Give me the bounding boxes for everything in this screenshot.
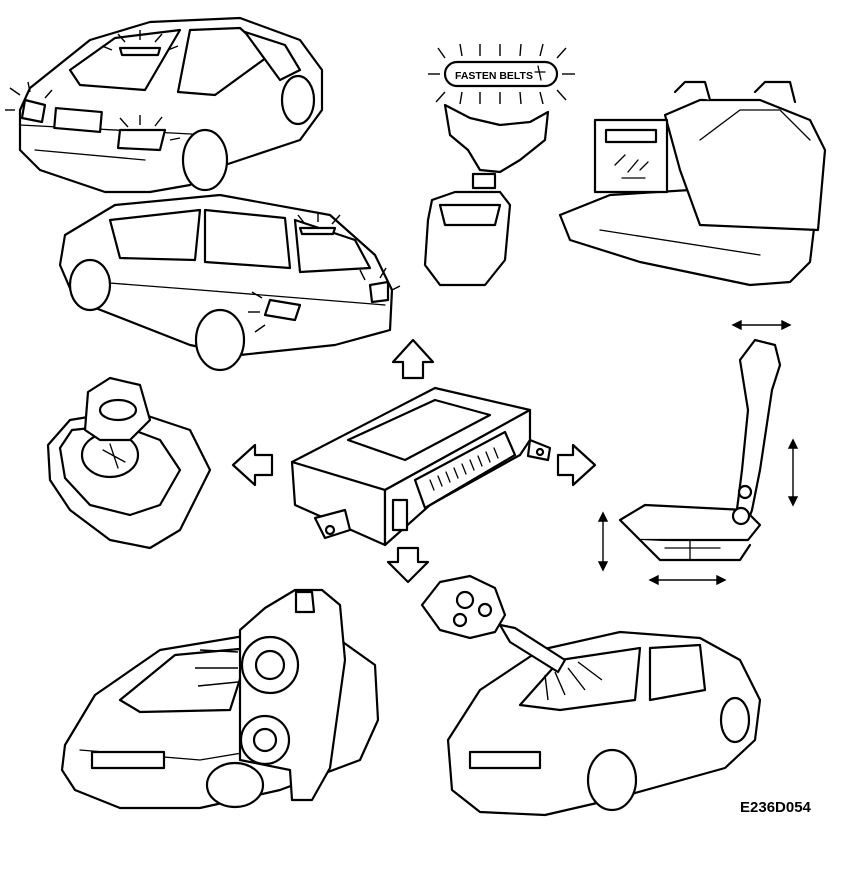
heated-seat-illustration [558,80,827,287]
seat-belt-reminder-illustration: FASTEN BELTS [423,43,575,287]
power-seat-illustration [597,319,799,586]
arrows-group [231,338,597,584]
sedan-keyfob-illustration [420,574,762,817]
fasten-belts-sign [443,60,559,88]
control-module-illustration [290,386,552,547]
sedan-rear-illustration [5,16,324,194]
fasten-belts-text: FASTEN BELTS [455,70,533,82]
ignition-switch-illustration [46,376,212,550]
arrow-down-icon [386,546,430,584]
arrow-right-icon [556,443,597,487]
seat-belt-icon [534,65,546,81]
seat-adjust-arrows [597,319,799,586]
sedan-front-siren-illustration [60,588,380,810]
figure-code: E236D054 [740,799,812,816]
arrow-up-icon [391,338,435,380]
arrow-left-icon [231,443,274,487]
wagon-rear-illustration [58,193,401,372]
